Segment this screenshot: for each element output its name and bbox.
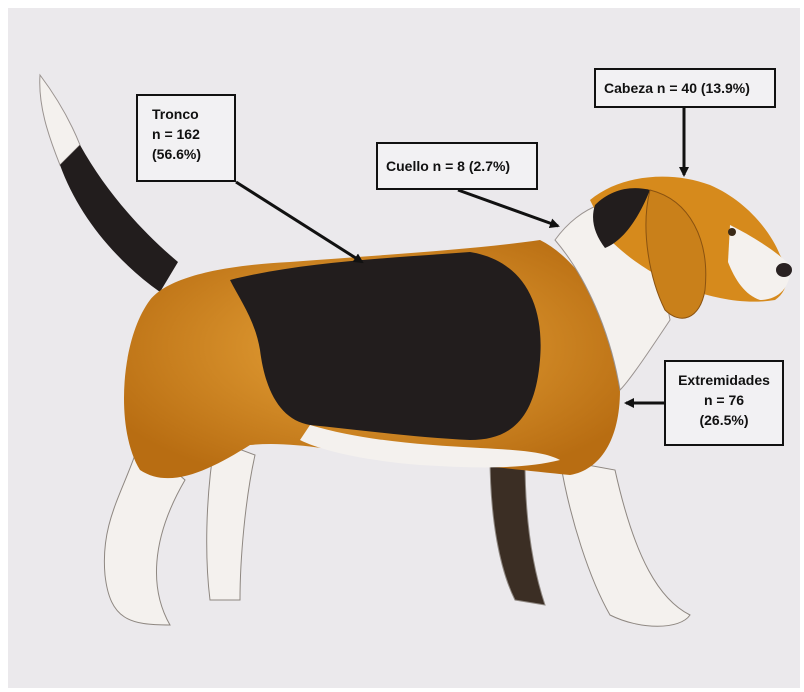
eye xyxy=(728,228,736,236)
label-tronco-line2: n = 162 xyxy=(152,124,234,144)
label-cuello-line1: Cuello n = 8 (2.7%) xyxy=(386,156,536,176)
label-extremidades-line2: n = 76 xyxy=(666,390,782,410)
label-tronco-line3: (56.6%) xyxy=(152,144,234,164)
label-cabeza-line1: Cabeza n = 40 (13.9%) xyxy=(604,78,774,98)
label-cabeza: Cabeza n = 40 (13.9%) xyxy=(594,68,776,108)
label-extremidades-line1: Extremidades xyxy=(666,370,782,390)
label-extremidades-line3: (26.5%) xyxy=(666,410,782,430)
label-tronco-line1: Tronco xyxy=(152,104,234,124)
label-cuello: Cuello n = 8 (2.7%) xyxy=(376,142,538,190)
label-tronco: Tronco n = 162 (56.6%) xyxy=(136,94,236,182)
label-extremidades: Extremidades n = 76 (26.5%) xyxy=(664,360,784,446)
nose xyxy=(776,263,792,277)
